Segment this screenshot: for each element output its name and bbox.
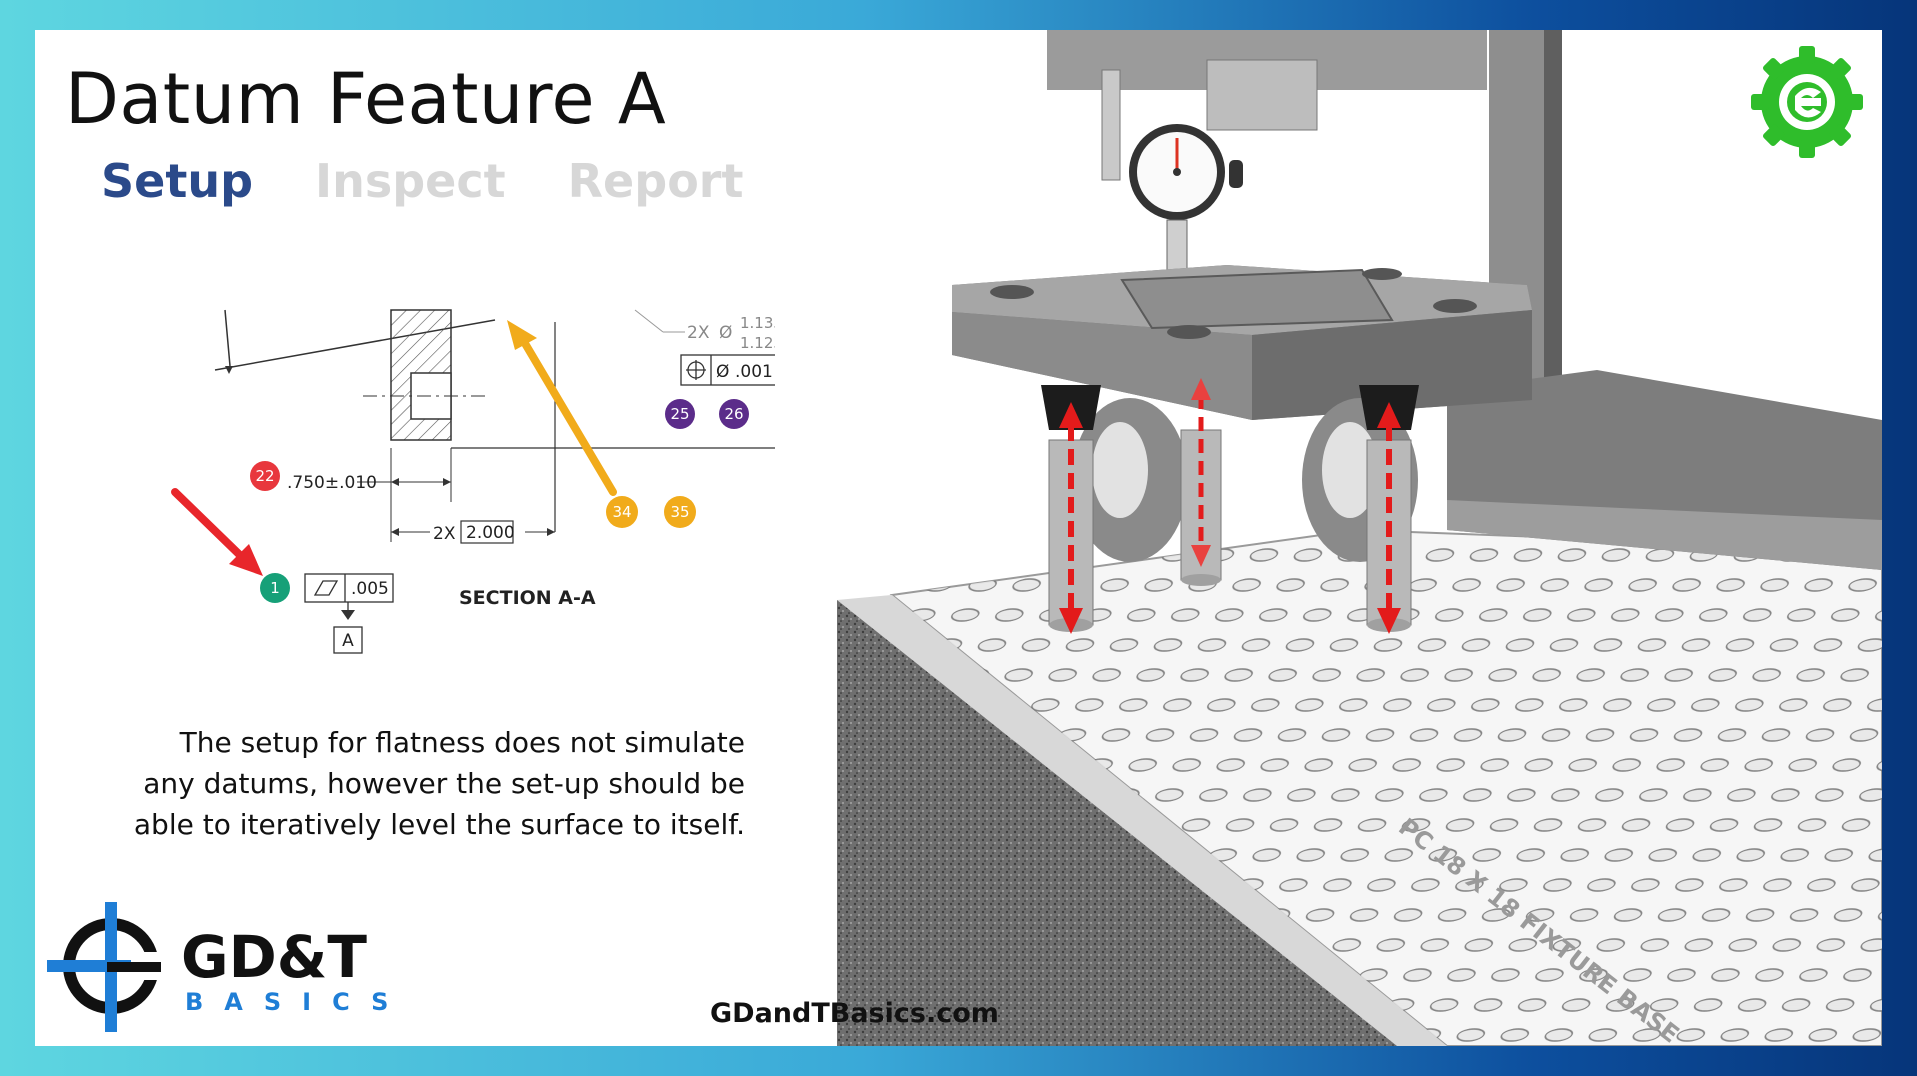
section-label: SECTION A-A <box>459 587 596 609</box>
svg-text:Ø: Ø <box>716 362 729 382</box>
tab-report[interactable]: Report <box>567 154 744 208</box>
hole-count: 2X <box>687 323 710 343</box>
red-arrow-icon <box>171 488 263 576</box>
spacing-count: 2X <box>433 524 456 544</box>
step-tabs: Setup Inspect Report <box>101 154 743 208</box>
svg-text:26: 26 <box>724 405 743 423</box>
flatness-fcf: .005 A <box>304 573 394 654</box>
page-title: Datum Feature A <box>65 58 667 140</box>
balloon-25: 25 <box>665 399 695 429</box>
tab-inspect[interactable]: Inspect <box>315 154 506 208</box>
balloon-35: 35 <box>664 496 696 528</box>
section-drawing: 2X Ø 1.135 1.125 Ø .001 A B C .750±.010 <box>171 309 775 654</box>
balloon-34: 34 <box>606 496 638 528</box>
svg-text:1: 1 <box>270 579 280 597</box>
position-tolerance: .001 <box>735 362 773 382</box>
diameter-symbol: Ø <box>719 323 732 343</box>
svg-text:25: 25 <box>670 405 689 423</box>
svg-text:35: 35 <box>670 503 689 521</box>
svg-text:34: 34 <box>612 503 631 521</box>
position-fcf: Ø .001 A B C <box>680 354 775 386</box>
balloon-26: 26 <box>719 399 749 429</box>
tab-setup[interactable]: Setup <box>101 154 253 208</box>
hole-diameter-max: 1.135 <box>740 314 775 332</box>
spacing-dimension: 2.000 <box>466 523 515 543</box>
logo-name: GD&T <box>181 923 367 991</box>
fixture-scene: PC 18 X 18 FIXTURE BASE <box>837 30 1882 1046</box>
balloon-1: 1 <box>260 573 290 603</box>
caption: The setup for flatness does not simulate… <box>133 726 745 841</box>
yellow-arrow-icon <box>507 320 617 496</box>
datum-label: A <box>342 631 354 651</box>
gear-icon[interactable] <box>1747 42 1867 162</box>
website-link[interactable]: GDandTBasics.com <box>710 998 999 1029</box>
hole-diameter-min: 1.125 <box>740 334 775 352</box>
dial-indicator-icon <box>1129 124 1243 320</box>
svg-text:22: 22 <box>255 467 274 485</box>
flatness-tolerance: .005 <box>351 579 389 599</box>
gdt-logo-icon <box>47 902 177 1032</box>
flatness-icon <box>313 580 339 596</box>
thickness-dimension: .750±.010 <box>287 473 377 493</box>
logo-subtitle: BASICS <box>185 988 410 1016</box>
slide: Datum Feature A Setup Inspect Report 2X … <box>35 30 1882 1046</box>
balloon-22: 22 <box>250 461 280 491</box>
